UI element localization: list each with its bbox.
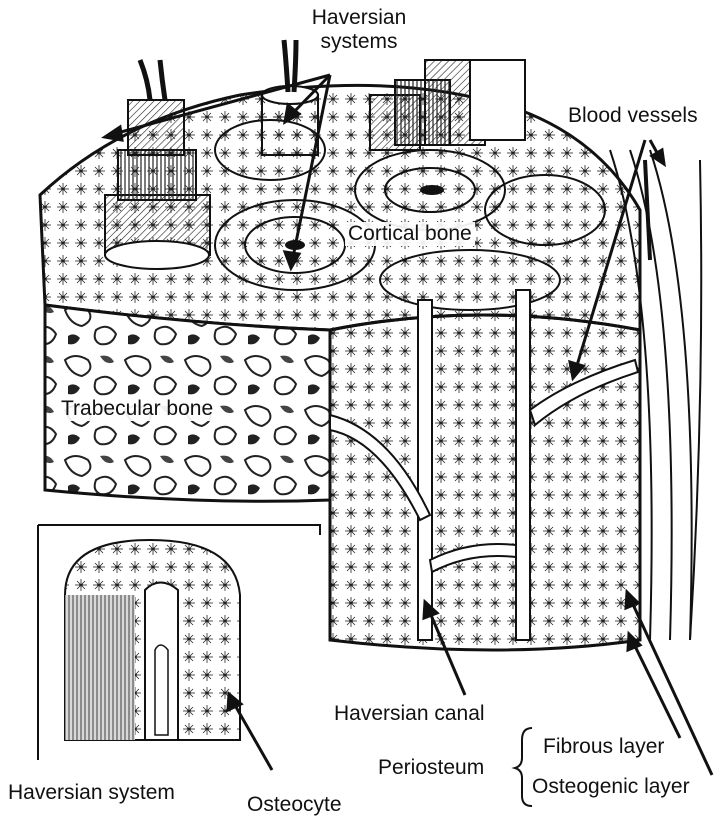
label-cortical-bone: Cortical bone bbox=[345, 222, 475, 246]
label-osteogenic-layer: Osteogenic layer bbox=[532, 775, 690, 799]
lamellae-plates bbox=[370, 60, 525, 150]
haversian-cylinder-left bbox=[105, 60, 210, 269]
inset-haversian-system bbox=[38, 525, 320, 760]
label-haversian-canal: Haversian canal bbox=[334, 702, 485, 726]
label-blood-vessels: Blood vessels bbox=[568, 104, 698, 128]
label-periosteum: Periosteum bbox=[378, 756, 484, 780]
label-trabecular-bone: Trabecular bone bbox=[58, 397, 216, 421]
label-haversian-systems: Haversian systems bbox=[306, 6, 412, 54]
cortical-cut-face bbox=[330, 315, 640, 650]
label-haversian-system: Haversian system bbox=[8, 781, 175, 805]
periosteum-bracket bbox=[515, 728, 532, 806]
label-fibrous-layer: Fibrous layer bbox=[543, 735, 664, 759]
label-osteocyte: Osteocyte bbox=[247, 793, 342, 817]
